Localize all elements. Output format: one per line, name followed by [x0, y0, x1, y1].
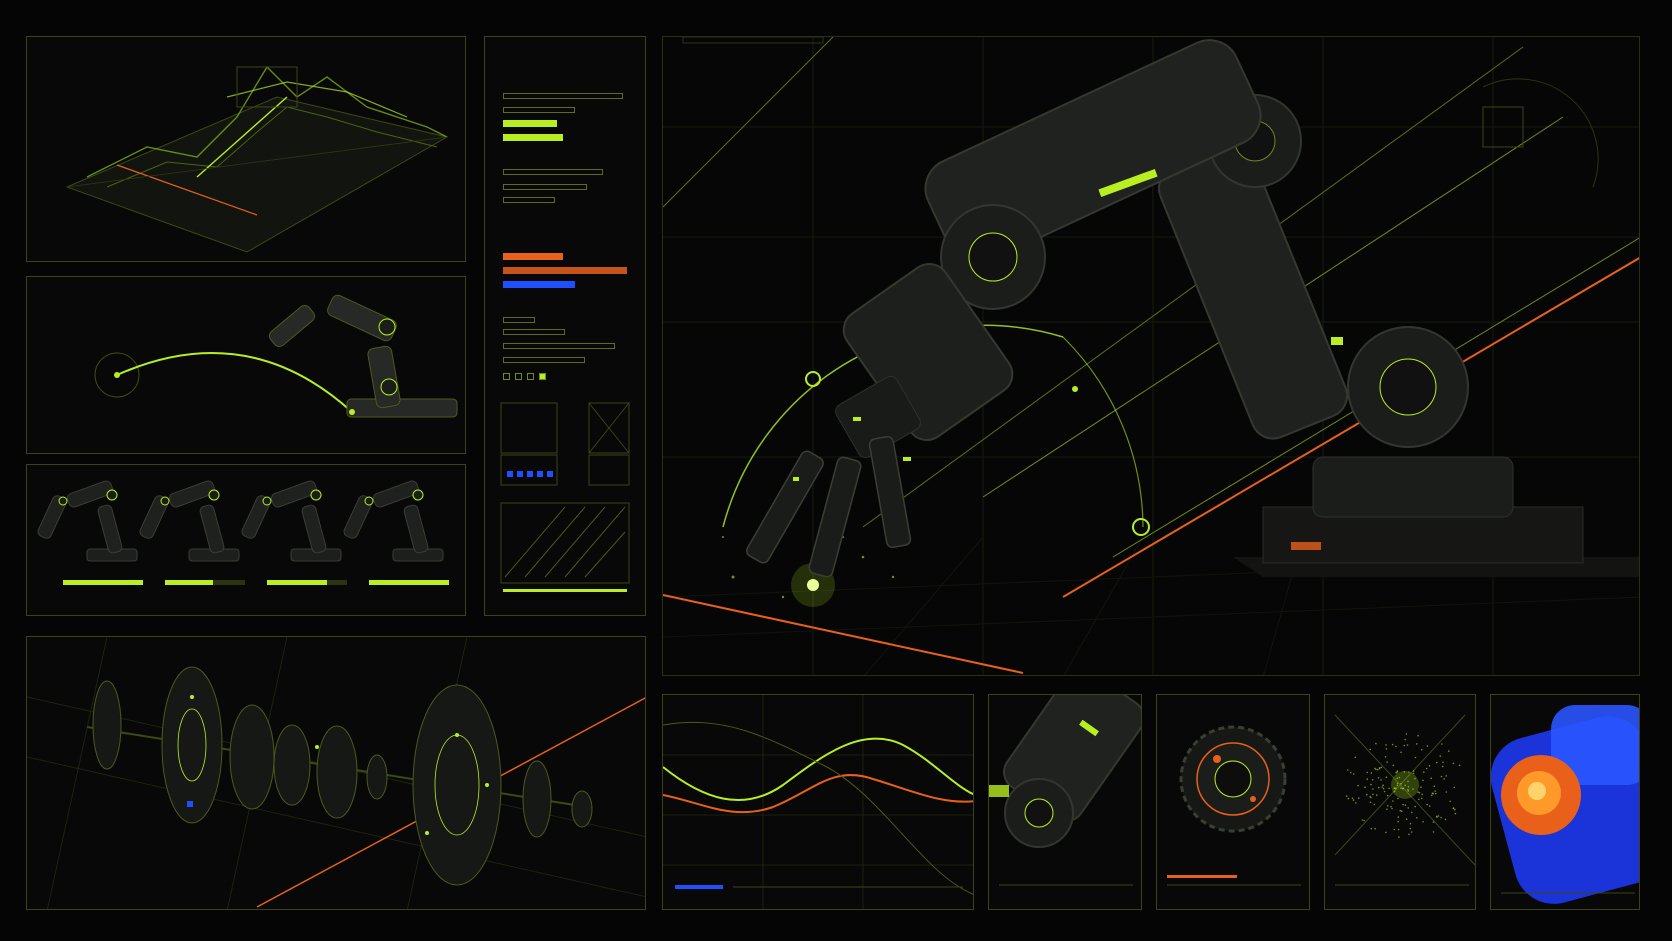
- status-bar: [503, 267, 627, 274]
- exploded-joint-panel: [26, 636, 646, 910]
- trajectory-panel: [26, 276, 466, 454]
- status-marker: [539, 373, 546, 380]
- status-line: [503, 93, 623, 99]
- status-line: [503, 317, 535, 323]
- robot-arm-closeup-icon: [989, 695, 1141, 886]
- status-line: [503, 357, 585, 363]
- waveform-panel: [662, 694, 974, 910]
- point-cloud-terrain-icon: [65, 65, 449, 253]
- status-marker: [515, 373, 522, 380]
- status-marker: [503, 373, 510, 380]
- thumb-scatter: [1324, 694, 1476, 910]
- sine-waveform-icon: [663, 695, 973, 909]
- status-line: [503, 107, 575, 113]
- robot-arm-pose-icon: [37, 480, 449, 585]
- status-bar: [503, 589, 627, 592]
- pose-frame: [241, 480, 342, 562]
- pose-progress-fill: [165, 580, 213, 585]
- status-line: [503, 184, 587, 190]
- robot-arm-arc-icon: [94, 294, 458, 418]
- thermal-heatmap-icon: [1491, 705, 1639, 904]
- pose-frame: [139, 480, 240, 562]
- pose-progress-fill: [63, 580, 143, 585]
- pose-frame: [37, 480, 138, 562]
- status-line: [503, 343, 615, 349]
- pose-progress-fill: [369, 580, 449, 585]
- pose-frame: [343, 480, 444, 562]
- thumb-gear: [1156, 694, 1310, 910]
- particle-scatter-icon: [1334, 714, 1475, 886]
- status-bar: [503, 253, 563, 260]
- terrain-scan-panel: [26, 36, 466, 262]
- status-line: [503, 329, 565, 335]
- status-line: [503, 197, 555, 203]
- gear-joint-icon: [1167, 725, 1301, 886]
- thumb-thermal: [1490, 694, 1640, 910]
- exploded-gear-assembly-icon: [27, 637, 645, 909]
- pose-sequence-panel: [26, 464, 466, 616]
- hero-robot-arm-panel: [662, 36, 1640, 676]
- status-marker: [527, 373, 534, 380]
- thumb-arm-closeup: [988, 694, 1142, 910]
- status-bar: [503, 120, 557, 127]
- status-bar: [503, 281, 575, 288]
- status-line: [503, 169, 603, 175]
- pose-progress-fill: [267, 580, 327, 585]
- status-bar: [503, 134, 563, 141]
- status-grid: [500, 402, 630, 584]
- industrial-robot-arm-icon: [663, 37, 1639, 675]
- status-sidebar: [484, 36, 646, 616]
